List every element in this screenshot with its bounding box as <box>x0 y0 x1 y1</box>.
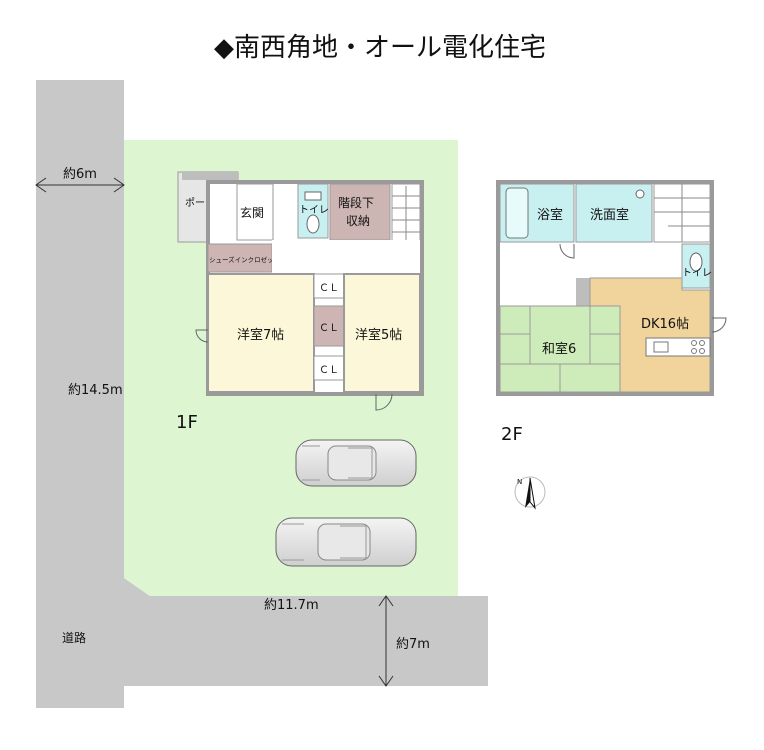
page-title: ◆南西角地・オール電化住宅 <box>214 33 546 63</box>
north-arrow-icon: N <box>514 476 546 510</box>
road-width-front-dimension: 約7m <box>378 595 430 687</box>
floor-1-label: 1F <box>176 412 198 433</box>
closet-3-label: ＣＬ <box>319 365 339 376</box>
stairs-2f <box>653 183 711 243</box>
closet-1-label: ＣＬ <box>319 283 339 294</box>
road-width-side-label: 約6m <box>63 167 97 182</box>
western-room-5-label: 洋室5帖 <box>355 327 402 343</box>
western-room-7 <box>207 273 315 393</box>
toilet-2f-label: トイレ <box>682 268 712 279</box>
floor-1-plan: ポーチ 玄関 トイレ 階段下 収納 シューズインクロゼット 洋 <box>177 171 424 411</box>
japanese-room-label: 和室6 <box>542 341 576 357</box>
under-stair-storage <box>329 183 391 241</box>
car-1 <box>295 439 417 487</box>
japanese-room <box>499 305 621 393</box>
closet-1 <box>313 273 345 299</box>
toilet-1f-label: トイレ <box>299 205 329 216</box>
entrance-label: 玄関 <box>240 205 264 220</box>
north-label: N <box>517 478 522 486</box>
washroom-label: 洗面室 <box>590 207 629 223</box>
stairs-1f <box>391 183 421 243</box>
floor-2-label: 2F <box>501 424 523 445</box>
shoe-closet <box>207 243 273 273</box>
road <box>36 80 488 708</box>
bathroom-label: 浴室 <box>537 207 563 223</box>
car-2 <box>275 517 417 567</box>
dining-kitchen-label: DK16帖 <box>641 317 689 332</box>
closet-2-label: ＣＬ <box>319 323 339 334</box>
road-width-side-dimension: 約6m <box>35 167 125 193</box>
western-room-5 <box>343 273 421 393</box>
under-stair-storage-label-2: 収納 <box>346 214 370 228</box>
closet-2 <box>313 305 345 347</box>
under-stair-storage-label-1: 階段下 <box>338 195 374 210</box>
entrance <box>236 183 274 241</box>
road-length-label: 約14.5m <box>68 383 123 398</box>
western-room-7-label: 洋室7帖 <box>237 327 284 343</box>
road-width-front-label: 約7m <box>396 637 430 652</box>
dining-kitchen <box>589 277 711 393</box>
lot-width-label: 約11.7m <box>264 598 319 613</box>
road-label: 道路 <box>62 630 86 645</box>
shoe-closet-label: シューズインクロゼット <box>209 255 280 264</box>
floor-2-plan: 浴室 洗面室 トイレ 和室6 <box>496 180 727 396</box>
